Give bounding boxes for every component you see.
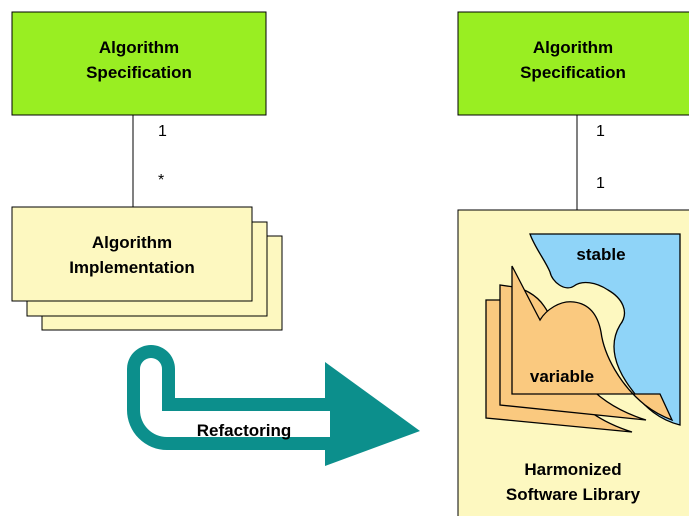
impl-line2: Implementation: [69, 258, 195, 277]
right-multiplicity-bottom: 1: [596, 175, 605, 192]
library-line1: Harmonized: [524, 460, 621, 479]
right-spec-line1: Algorithm: [533, 38, 613, 57]
refactoring-arrow: Refactoring: [127, 345, 420, 466]
left-spec-line2: Specification: [86, 63, 192, 82]
right-multiplicity-top: 1: [596, 123, 605, 140]
left-spec-line1: Algorithm: [99, 38, 179, 57]
left-multiplicity-bottom: *: [158, 172, 164, 189]
right-spec-line2: Specification: [520, 63, 626, 82]
left-multiplicity-top: 1: [158, 123, 167, 140]
refactoring-arrow-inner: [140, 358, 330, 437]
stable-piece: [529, 233, 681, 426]
left-side: Algorithm Specification 1 * Algorithm Im…: [11, 11, 283, 331]
right-side: Algorithm Specification 1 1 stable varia…: [457, 11, 689, 516]
left-spec-box: [11, 11, 267, 116]
right-spec-box: [457, 11, 689, 116]
stable-label: stable: [576, 245, 625, 264]
impl-box-front: [11, 206, 253, 302]
impl-line1: Algorithm: [92, 233, 172, 252]
library-line2: Software Library: [506, 485, 641, 504]
variable-label: variable: [530, 367, 594, 386]
variable-piece-front: [511, 265, 674, 422]
refactoring-label: Refactoring: [197, 421, 291, 440]
refactoring-arrow-shape: [127, 345, 420, 466]
